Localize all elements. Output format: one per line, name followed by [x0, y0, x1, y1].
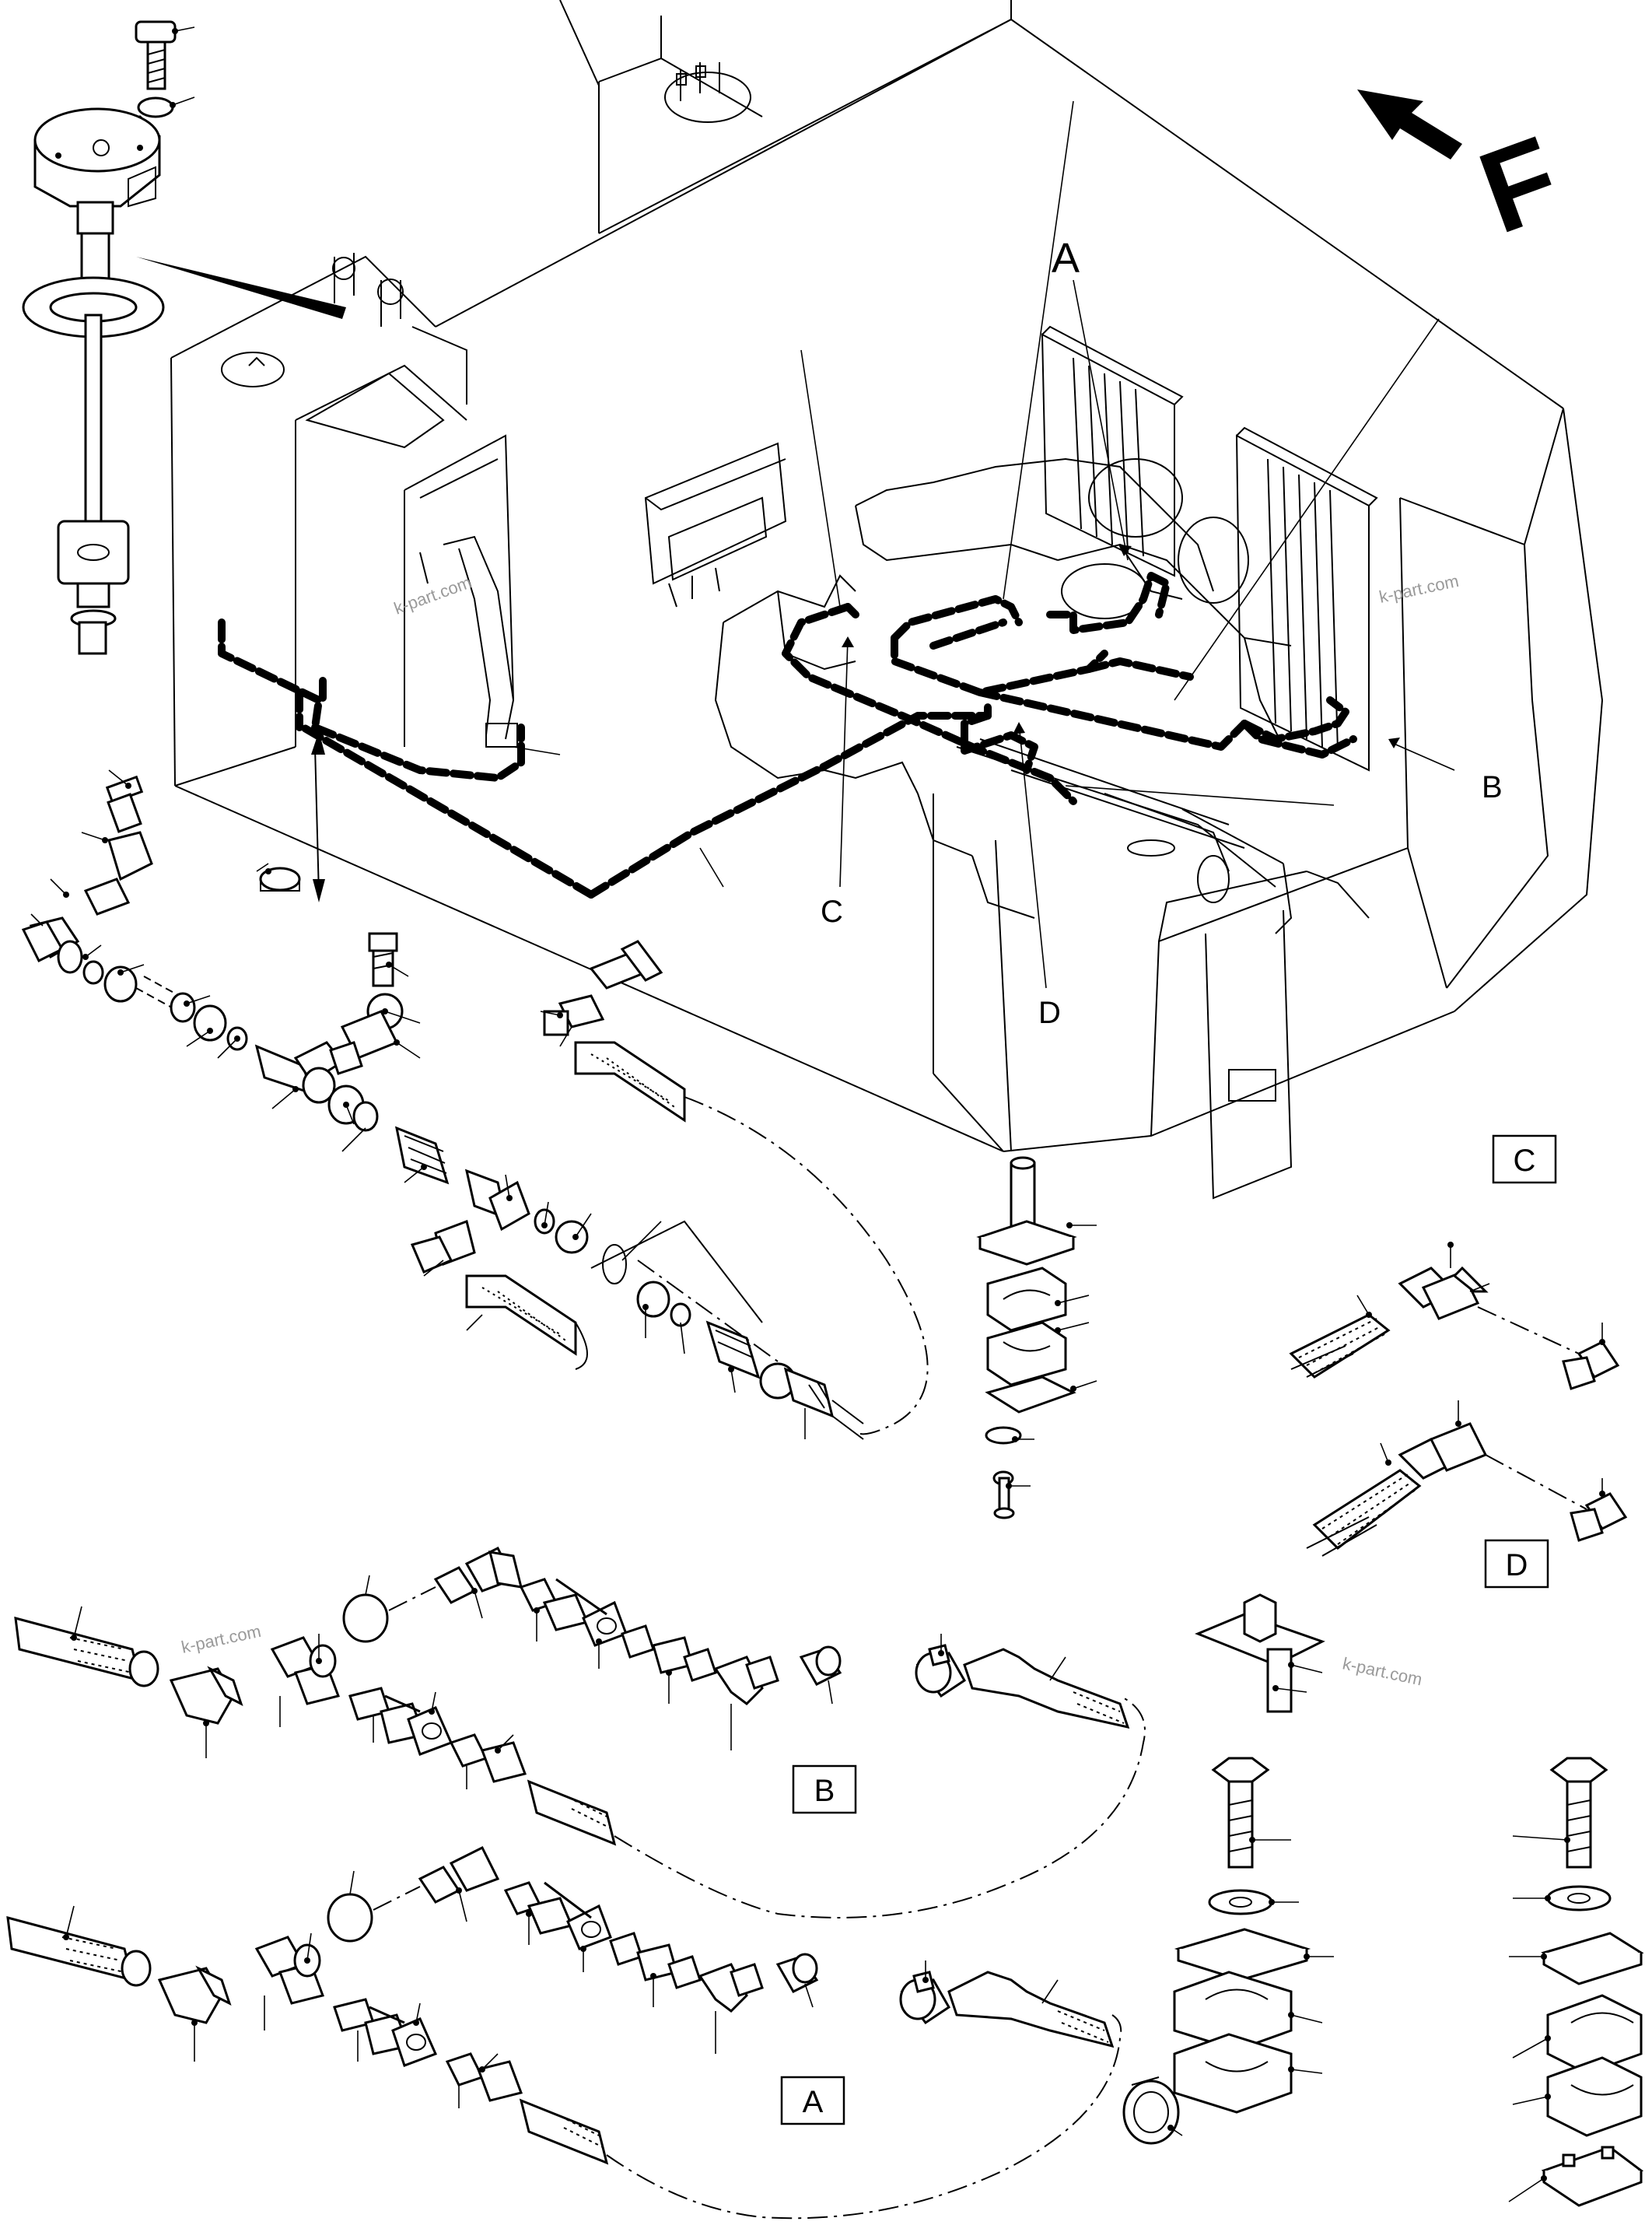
- detail-box-d: [1484, 1539, 1549, 1589]
- front-direction-arrow-icon: [1357, 89, 1462, 159]
- hose-end-cap: [1122, 2076, 1183, 2145]
- engine-assembly: [714, 457, 1293, 934]
- callout-d-main: D: [1038, 996, 1061, 1030]
- machine-frame: [170, 0, 1603, 1200]
- callout-b-main: B: [1482, 770, 1503, 804]
- detail-label-c: C: [1514, 1144, 1536, 1178]
- detail-box-a: [780, 2076, 845, 2125]
- radiator-left: [1041, 325, 1184, 577]
- detail-label-d: D: [1506, 1548, 1528, 1582]
- filler-tube: [419, 535, 518, 748]
- watermark: k-part.com: [1377, 571, 1461, 607]
- radiator-right: [1235, 426, 1378, 772]
- callout-a-main: A: [1052, 235, 1080, 282]
- return-filter-assembly: [22, 20, 346, 655]
- mounting-bracket-b: [1195, 1593, 1325, 1713]
- drain-plug: [256, 731, 325, 902]
- clamp-stack-center: [976, 1156, 1097, 1519]
- pipe-fittings-left: [21, 775, 864, 1440]
- detail-b-assembly: [14, 1546, 1146, 1918]
- clamp-stack-middle-right: [1173, 1757, 1334, 2114]
- detail-label-b: B: [814, 1774, 835, 1808]
- clamp-stack-far-right: [1508, 1757, 1644, 2207]
- detail-c-assembly: [1289, 1242, 1620, 1390]
- control-valve-block: [644, 442, 787, 608]
- watermark: k-part.com: [180, 1621, 263, 1657]
- front-marker: F: [1464, 111, 1576, 258]
- detail-box-b: [792, 1764, 857, 1814]
- detail-box-c: [1492, 1134, 1557, 1184]
- detail-d-assembly: [1306, 1400, 1628, 1557]
- part-leaders-left: [30, 769, 806, 1439]
- detail-a-assembly: [6, 1845, 1122, 2220]
- detail-label-a: A: [803, 2085, 824, 2119]
- hose-routing-dashed: [218, 572, 1357, 899]
- callout-c-main: C: [821, 895, 843, 929]
- hose-group-upper-middle: [540, 940, 929, 1435]
- callout-leaders: [513, 100, 1455, 989]
- hydraulic-tank-cap: [664, 62, 751, 123]
- tank-caps: [221, 253, 467, 405]
- turbo-housing: [1061, 458, 1249, 619]
- watermark: k-part.com: [1341, 1653, 1424, 1689]
